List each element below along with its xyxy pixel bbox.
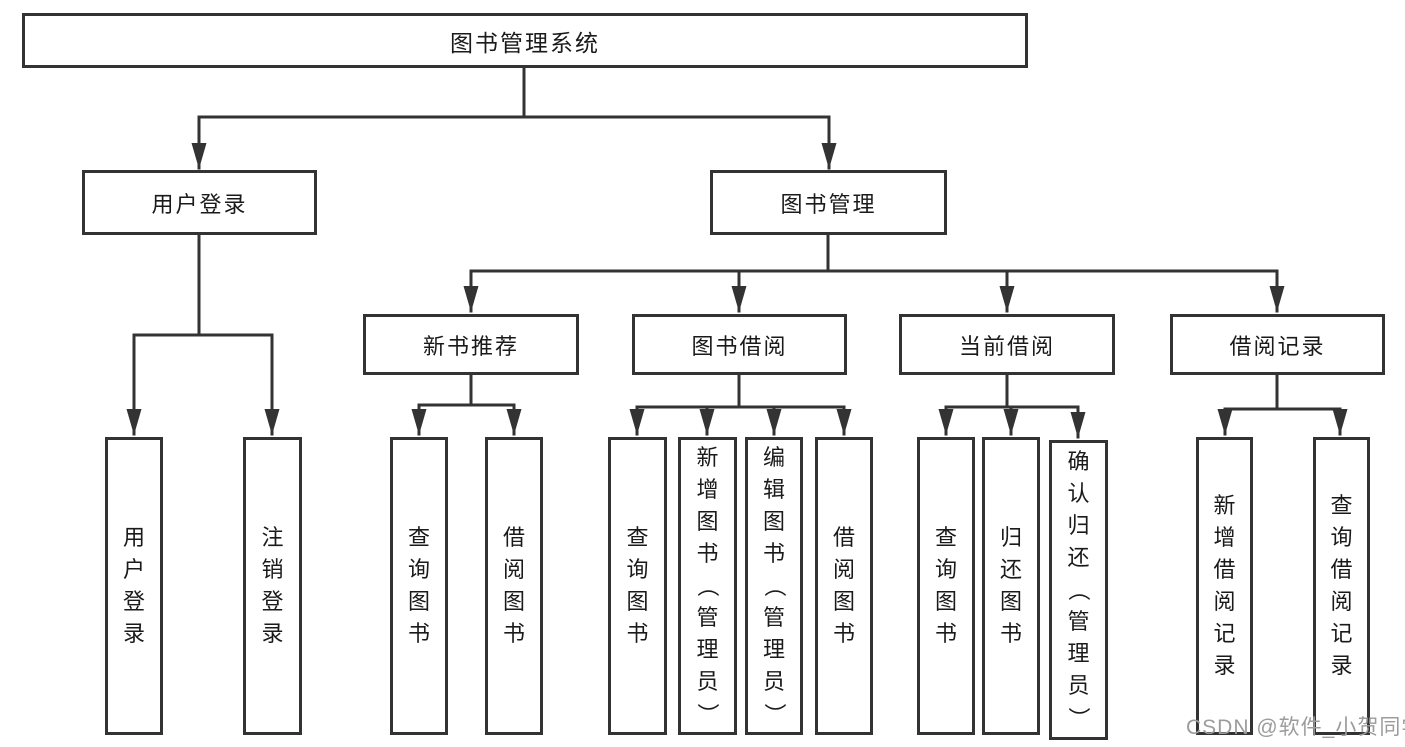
node-book-management-label: 图书管理: [780, 191, 877, 217]
leaf-add-books-admin: 新增图书（管理员）: [678, 437, 737, 735]
leaf-query-borrow-record: 查询借阅记录: [1313, 437, 1370, 735]
leaf-label: 查询图书: [626, 525, 649, 646]
node-book-borrowing: 图书借阅: [632, 314, 847, 375]
node-book-borrowing-label: 图书借阅: [691, 333, 788, 359]
edges-book-management: [463, 233, 1285, 313]
node-book-management: 图书管理: [710, 170, 947, 235]
node-root: 图书管理系统: [22, 13, 1028, 68]
edges-current-borrowing: [938, 373, 1086, 439]
node-new-book-recommend-label: 新书推荐: [422, 333, 519, 359]
leaf-label: 用户登录: [122, 525, 145, 646]
edges-book-borrowing: [629, 373, 852, 436]
node-user-login-label: 用户登录: [151, 191, 248, 217]
leaf-borrow-books: 借阅图书: [815, 437, 873, 735]
leaf-user-login: 用户登录: [105, 437, 163, 735]
leaf-label: 确认归还（管理员）: [1066, 449, 1092, 730]
leaf-return-books: 归还图书: [982, 437, 1040, 735]
leaf-label: 查询图书: [407, 525, 430, 646]
leaf-label: 新增借阅记录: [1213, 493, 1236, 678]
leaf-edit-books-admin: 编辑图书（管理员）: [745, 437, 803, 735]
edges-user-login: [126, 233, 280, 436]
leaf-label: 新增图书（管理员）: [695, 445, 721, 726]
leaf-label: 注销登录: [261, 525, 284, 646]
node-new-book-recommend: 新书推荐: [363, 314, 579, 375]
leaf-label: 借阅图书: [502, 525, 525, 646]
leaf-confirm-return-admin: 确认归还（管理员）: [1049, 440, 1108, 740]
leaf-label: 借阅图书: [832, 525, 855, 646]
leaf-query-books-current: 查询图书: [917, 437, 975, 735]
leaf-query-books-recommend: 查询图书: [390, 437, 448, 735]
node-borrowing-records: 借阅记录: [1170, 314, 1385, 375]
edges-new-book-recommend: [411, 373, 522, 436]
leaf-logout: 注销登录: [243, 437, 302, 735]
leaf-label: 查询图书: [934, 525, 957, 646]
leaf-query-books-borrowing: 查询图书: [608, 437, 667, 735]
leaf-add-borrow-record: 新增借阅记录: [1196, 437, 1253, 735]
edges-borrowing-records: [1217, 373, 1348, 436]
leaf-label: 查询借阅记录: [1330, 493, 1353, 678]
edges-root: [191, 66, 837, 170]
leaf-label: 归还图书: [999, 525, 1022, 646]
node-current-borrowing-label: 当前借阅: [958, 333, 1055, 359]
csdn-watermark: CSDN @软件_小贺同学: [1186, 716, 1405, 739]
node-user-login: 用户登录: [82, 170, 317, 235]
node-root-label: 图书管理系统: [450, 29, 600, 56]
node-borrowing-records-label: 借阅记录: [1229, 333, 1326, 359]
node-current-borrowing: 当前借阅: [899, 314, 1115, 375]
leaf-borrow-books-recommend: 借阅图书: [485, 437, 543, 735]
leaf-label: 编辑图书（管理员）: [761, 445, 787, 726]
